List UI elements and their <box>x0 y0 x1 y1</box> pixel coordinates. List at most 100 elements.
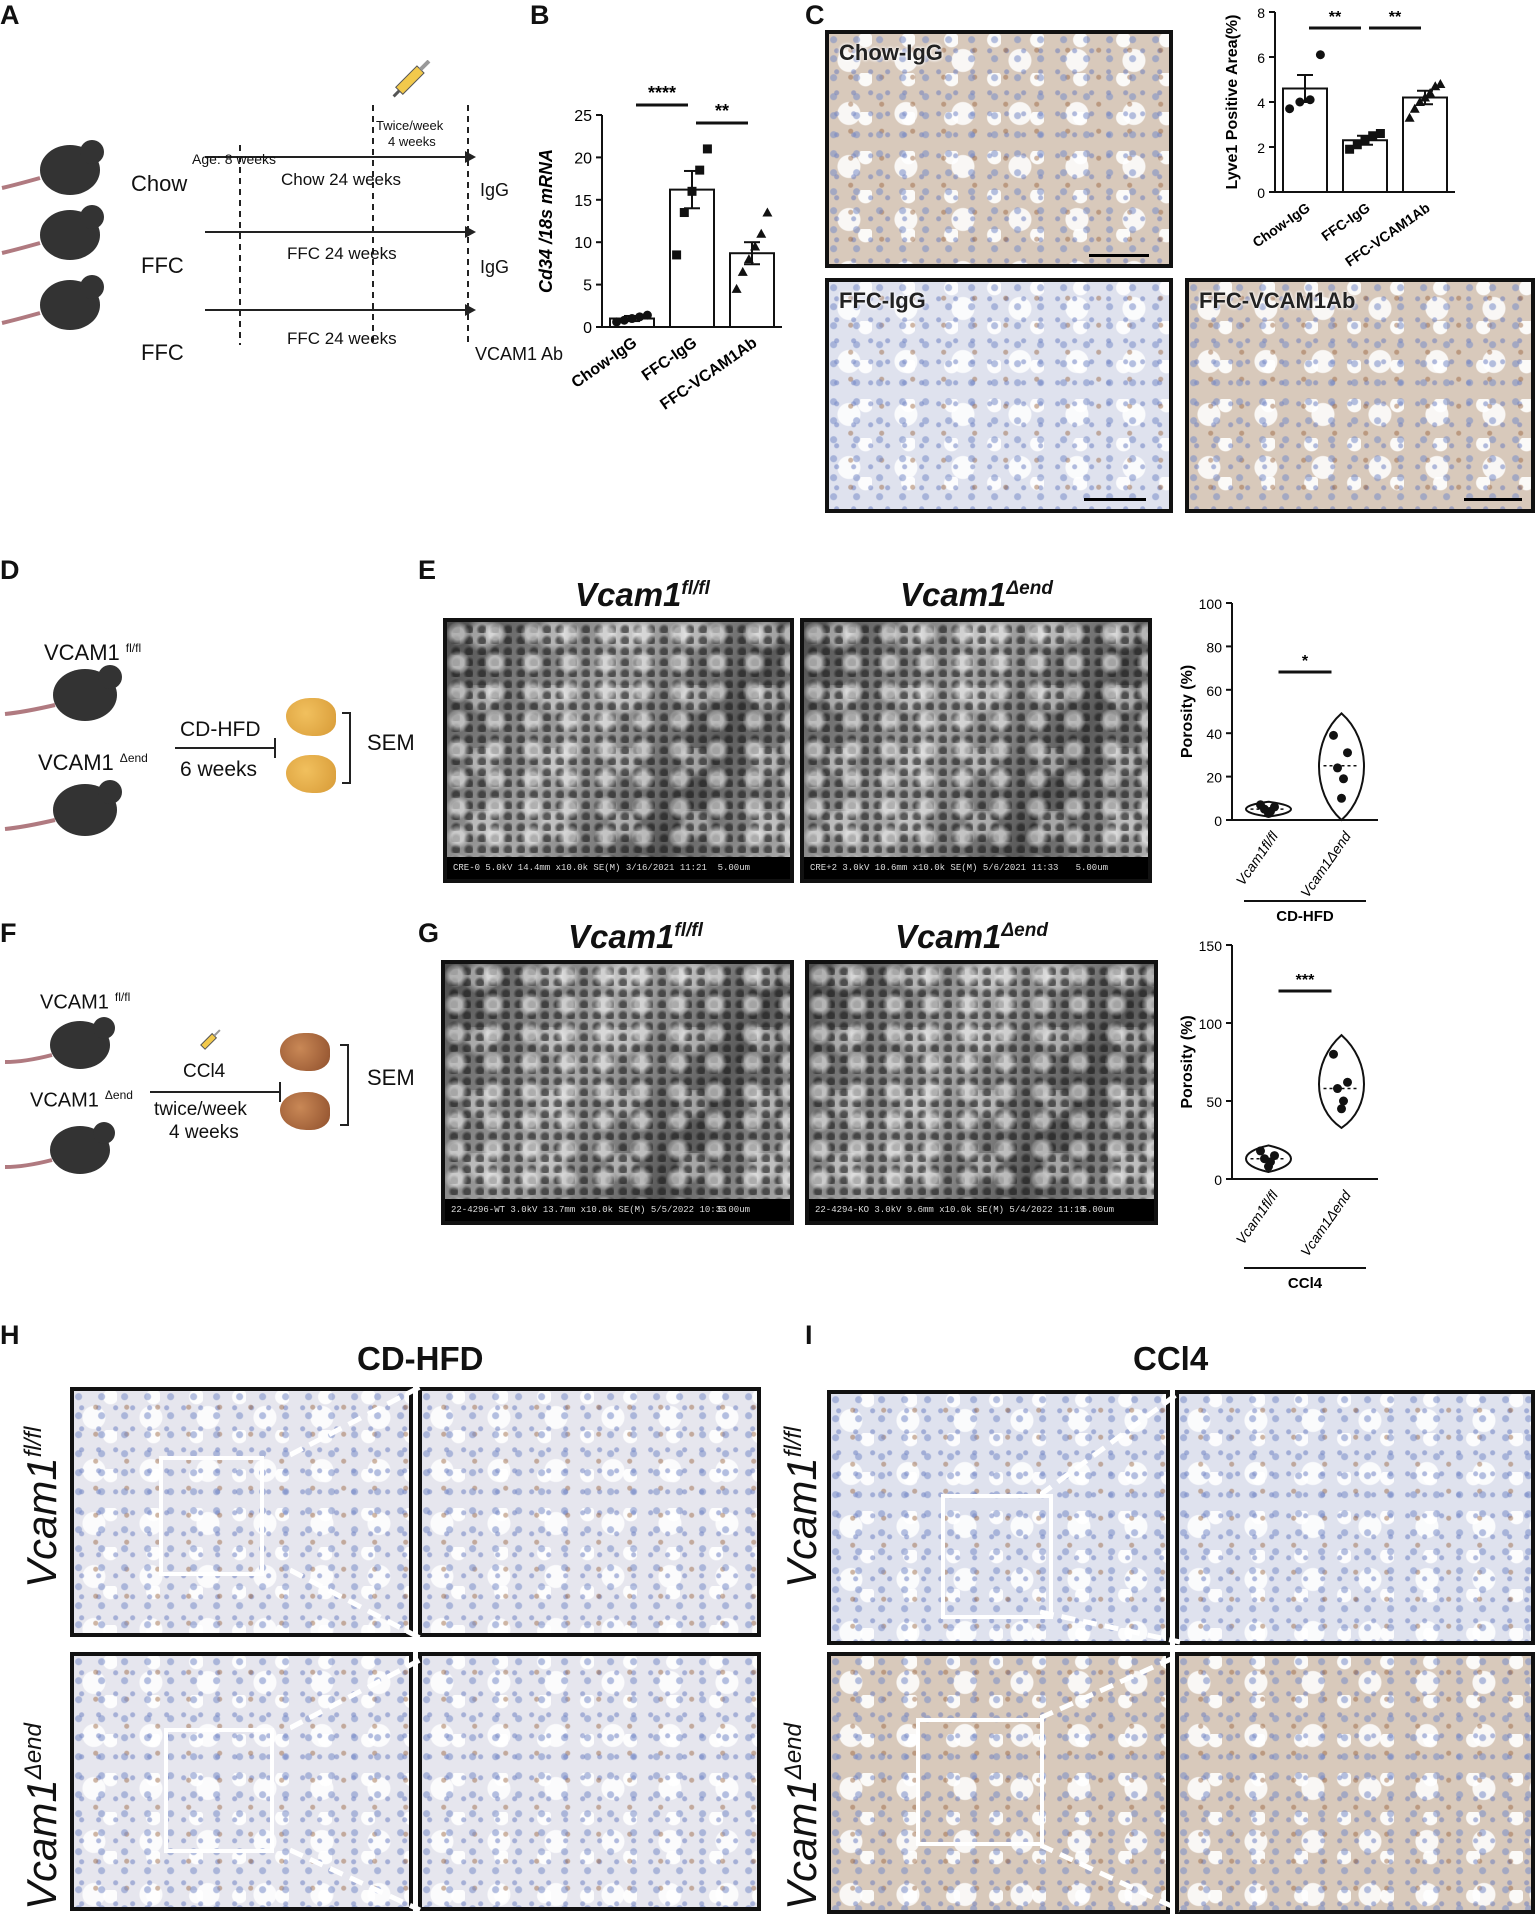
sem-footer: 22-4296-WT 3.0kV 13.7mm x10.0k SE(M) 5/5… <box>445 1199 790 1221</box>
ihc-image-hfd-dend <box>70 1652 413 1911</box>
scale-bar <box>1089 254 1149 257</box>
syringe-icon <box>392 60 431 98</box>
zoom-lines <box>290 1384 422 1912</box>
y-tick-label: 15 <box>574 193 592 210</box>
injection-duration: 4 weeks <box>388 134 436 149</box>
mouse-icon <box>4 780 122 836</box>
data-point <box>1414 97 1425 106</box>
data-point <box>679 208 689 218</box>
treatment-label: IgG <box>480 180 510 200</box>
injection-label: Twice/week <box>376 118 444 133</box>
ihc-image-chow-igg: Chow-IgG <box>825 30 1173 268</box>
ihc-image-ccl4-dend-zoom <box>1175 1652 1535 1914</box>
significance-label: ** <box>715 101 729 121</box>
arrow-label: FFC 24 weeks <box>287 329 397 348</box>
row-label: Vcam1fl/fl <box>18 1426 65 1588</box>
panel-f-mice <box>4 1017 115 1174</box>
panel-label-a: A <box>0 0 20 30</box>
y-tick-label: 6 <box>1257 50 1265 66</box>
panel-title: CCl4 <box>1133 1340 1209 1377</box>
data-point <box>1260 1154 1269 1164</box>
y-axis-label: Porosity (%) <box>1179 665 1196 758</box>
panel-label-h: H <box>0 1320 20 1350</box>
x-tick-label: Vcam1fl/fl <box>1233 828 1282 888</box>
panel-d-arrows <box>175 712 351 784</box>
panel-d-mice <box>4 665 122 836</box>
data-point <box>1420 92 1430 102</box>
significance-label: **** <box>648 83 676 103</box>
treatment-label: CCl4 <box>183 1061 226 1082</box>
y-tick-label: 20 <box>574 150 592 167</box>
group-label: FFC <box>141 253 184 278</box>
group-label: Chow <box>131 171 188 196</box>
x-tick-label: Chow-IgG <box>569 334 641 391</box>
zoom-box <box>916 1718 1044 1846</box>
image-title: Vcam1fl/fl <box>575 576 710 613</box>
age-label: Age: 8 weeks <box>192 151 277 167</box>
data-point <box>687 186 697 196</box>
x-axis-label: CCl4 <box>1288 1275 1323 1292</box>
panel-label-e: E <box>418 555 437 585</box>
liver-icon <box>286 755 336 793</box>
significance-label: ** <box>1389 9 1402 26</box>
y-tick-label: 80 <box>1206 639 1222 655</box>
panel-title: CD-HFD <box>357 1340 484 1377</box>
data-point <box>756 228 767 238</box>
image-title: Vcam1Δend <box>900 576 1053 613</box>
bar <box>1402 96 1448 193</box>
panel-label-f: F <box>0 918 17 948</box>
data-point <box>1256 800 1265 810</box>
sem-image-dend: 22-4294-KO 3.0kV 9.6mm x10.0k SE(M) 5/4/… <box>805 960 1158 1225</box>
diet-label: CD-HFD <box>180 718 261 741</box>
ihc-image-hfd-fl-zoom <box>418 1387 761 1637</box>
sem-image-fl: CRE-0 5.0kV 14.4mm x10.0k SE(M) 3/16/202… <box>443 618 794 883</box>
group-label: FFC <box>141 340 184 365</box>
ihc-image-hfd-dend-zoom <box>418 1652 761 1911</box>
ihc-image-ffc-igg: FFC-IgG <box>825 278 1173 513</box>
y-tick-label: 0 <box>1214 1172 1222 1188</box>
scale-bar <box>1084 498 1146 501</box>
data-point <box>1329 730 1338 740</box>
panel-label-i: I <box>805 1320 813 1350</box>
panel-a-timeline <box>1 60 476 345</box>
mouse-icon <box>1 205 104 260</box>
panel-label-b: B <box>530 0 550 30</box>
data-point <box>762 207 773 217</box>
data-point <box>1337 793 1346 803</box>
y-axis-label: Porosity (%) <box>1179 1015 1196 1108</box>
data-point <box>1409 103 1420 113</box>
data-point <box>695 165 705 175</box>
duration-label: 6 weeks <box>180 758 258 781</box>
ihc-image-ccl4-fl <box>827 1390 1170 1645</box>
data-point <box>1315 50 1325 60</box>
panel-label-c: C <box>805 0 825 30</box>
mouse-icon <box>4 1017 115 1069</box>
panel-label-g: G <box>418 918 440 948</box>
liver-icon <box>286 698 336 736</box>
significance-label: * <box>1302 653 1309 670</box>
y-tick-label: 50 <box>1206 1094 1222 1110</box>
schedule-duration: 4 weeks <box>169 1122 239 1143</box>
row-label: Vcam1Δend <box>778 1723 825 1910</box>
sem-image-dend: CRE+2 3.0kV 10.6mm x10.0k SE(M) 5/6/2021… <box>800 618 1152 883</box>
x-tick-label: Vcam1fl/fl <box>1233 1187 1282 1247</box>
x-axis-label: CD-HFD <box>1276 908 1334 925</box>
zoom-box <box>159 1456 264 1576</box>
data-point <box>1295 97 1305 107</box>
sem-footer: 22-4294-KO 3.0kV 9.6mm x10.0k SE(M) 5/4/… <box>809 1199 1154 1221</box>
image-title: Vcam1Δend <box>895 918 1048 955</box>
y-tick-label: 150 <box>1199 938 1223 954</box>
data-point <box>1333 1084 1342 1094</box>
y-tick-label: 10 <box>574 235 592 252</box>
ihc-image-ccl4-fl-zoom <box>1175 1390 1535 1645</box>
data-point <box>612 317 622 327</box>
x-tick-label: Chow-IgG <box>1249 199 1312 250</box>
data-point <box>1256 1146 1265 1156</box>
data-point <box>1343 1077 1352 1087</box>
